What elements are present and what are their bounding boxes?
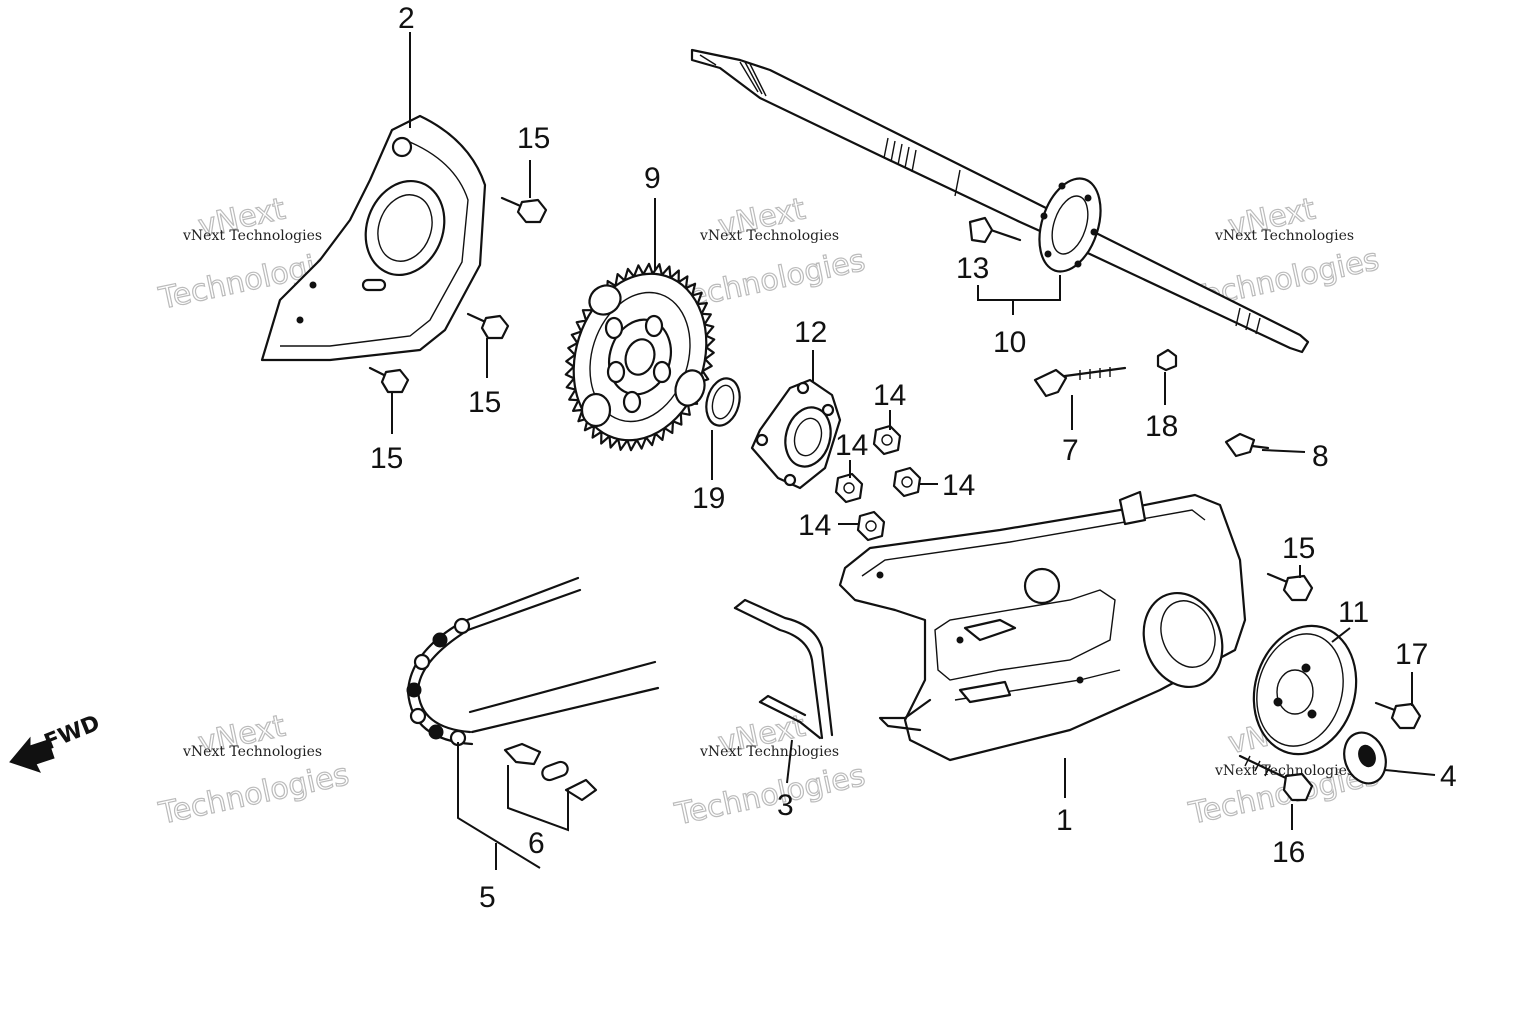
callout-15: 15 — [517, 122, 550, 155]
callout-4: 4 — [1440, 760, 1457, 793]
fwd-label: FWD — [41, 711, 104, 756]
callout-14: 14 — [798, 509, 831, 542]
watermark-small: vNext Technologies — [182, 744, 322, 760]
part-19-seal-ring — [705, 377, 741, 427]
callout-9: 9 — [644, 162, 661, 195]
part-14-nut-d — [856, 510, 886, 542]
part-11-drum — [1252, 624, 1358, 756]
part-15-bolt-a — [500, 196, 548, 224]
part-12-sprocket-hub — [750, 378, 842, 490]
part-8-clip — [1224, 432, 1270, 458]
part-15-bolt-c — [368, 366, 410, 394]
part-6-chain-joint — [503, 742, 598, 802]
watermark-bottom-left: vNext Technologies vNext Technologies — [155, 708, 353, 832]
part-17-bolt — [1374, 701, 1422, 730]
callout-1: 1 — [1056, 804, 1073, 837]
leader-lines — [391, 32, 1436, 870]
callout-8: 8 — [1312, 440, 1329, 473]
part-4-bearing — [1343, 731, 1387, 785]
fwd-arrow: FWD — [9, 711, 104, 773]
watermark-small: vNext Technologies — [1214, 228, 1354, 244]
part-5-drive-chain — [406, 576, 660, 747]
callout-14: 14 — [873, 379, 906, 412]
watermark-big-bottom: Technologies — [671, 758, 868, 833]
watermark-small: vNext Technologies — [1214, 763, 1354, 779]
watermark-big-bottom: Technologies — [155, 757, 352, 832]
callout-labels: 2 15 15 15 9 12 14 14 14 14 19 13 10 7 1… — [370, 2, 1457, 914]
watermark-top-center: vNext Technologies vNext Technologies — [671, 191, 869, 318]
callout-3: 3 — [777, 789, 794, 822]
part-10-rear-axle — [690, 48, 1310, 354]
part-14-nut-b — [834, 472, 864, 504]
chain-link — [406, 682, 422, 698]
callout-15: 15 — [370, 442, 403, 475]
callout-14: 14 — [835, 429, 868, 462]
part-15-bolt-b — [466, 312, 510, 340]
callout-12: 12 — [794, 316, 827, 349]
part-1-chain-case — [838, 490, 1247, 762]
callout-15: 15 — [468, 386, 501, 419]
chain-link — [409, 707, 427, 725]
watermark-small: vNext Technologies — [699, 744, 839, 760]
callout-10: 10 — [993, 326, 1026, 359]
part-16-bolt — [1238, 754, 1314, 802]
callout-17: 17 — [1395, 638, 1428, 671]
part-13-axle-bolt — [968, 216, 1022, 244]
chain-link — [432, 632, 448, 648]
chain-link — [413, 653, 431, 671]
fwd-arrow-icon — [9, 736, 55, 773]
part-7-adjuster-bolt — [1033, 366, 1127, 398]
part-9-sprocket — [564, 262, 716, 452]
watermark-small: vNext Technologies — [182, 228, 322, 244]
part-15-bolt-d — [1266, 572, 1314, 602]
part-14-nut-c — [892, 466, 922, 498]
callout-11: 11 — [1338, 596, 1369, 629]
part-18-nut — [1156, 348, 1178, 372]
callout-13: 13 — [956, 252, 989, 285]
callout-7: 7 — [1062, 434, 1079, 467]
callout-15: 15 — [1282, 532, 1315, 565]
callout-16: 16 — [1272, 836, 1305, 869]
chain-link — [453, 617, 471, 635]
watermark-bottom-center: vNext Technologies vNext Technologies — [671, 708, 869, 833]
part-2-sprocket-guard-plate — [260, 114, 487, 362]
callout-18: 18 — [1145, 410, 1178, 443]
callout-19: 19 — [692, 482, 725, 515]
part-14-nut-a — [872, 424, 902, 456]
callout-6: 6 — [528, 827, 545, 860]
callout-2: 2 — [398, 2, 415, 35]
callout-5: 5 — [479, 881, 496, 914]
part-3-chain-guide — [733, 598, 834, 740]
chain-link — [428, 724, 444, 740]
watermark-small: vNext Technologies — [699, 228, 839, 244]
callout-14: 14 — [942, 469, 975, 502]
